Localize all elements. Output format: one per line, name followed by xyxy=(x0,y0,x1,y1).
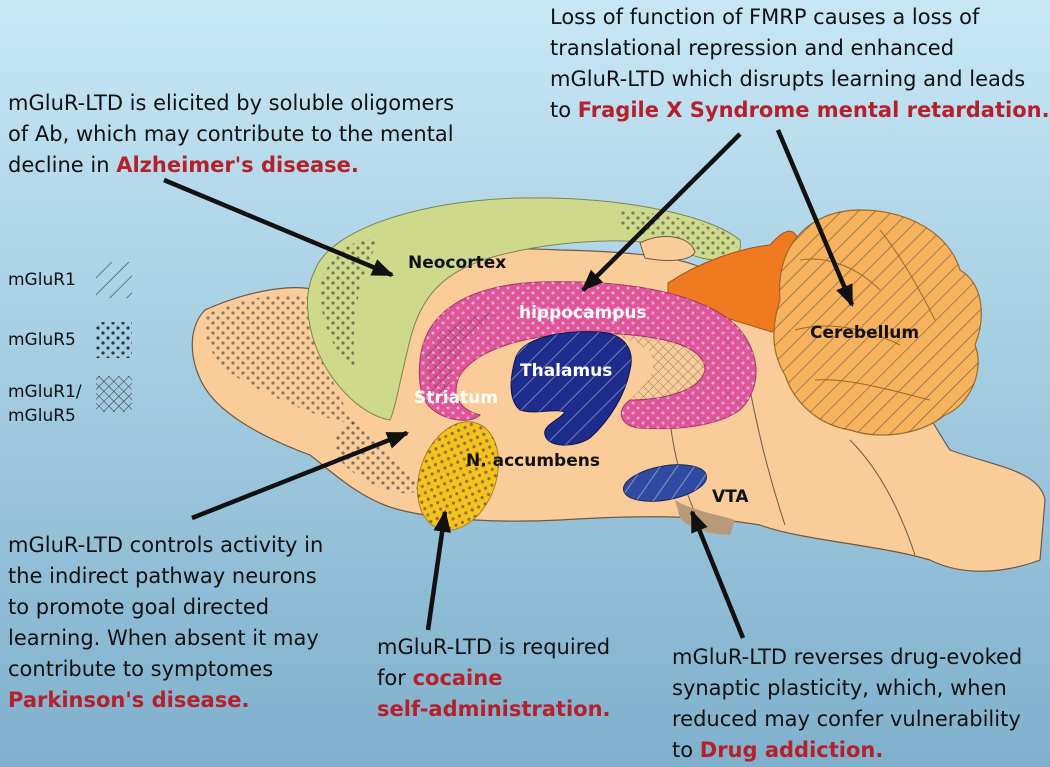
thalamus-label: Thalamus xyxy=(520,361,612,381)
legend xyxy=(96,262,132,412)
arrow-addiction xyxy=(689,509,746,639)
accumbens-region xyxy=(416,421,500,531)
legend-label-mglur5: mGluR5 xyxy=(8,330,76,350)
note-addiction: mGluR-LTD reverses drug-evoked synaptic … xyxy=(672,645,1023,762)
legend-swatch-hatch xyxy=(96,262,132,298)
cocaine-highlight: cocaine xyxy=(412,666,503,690)
arrow-fmrp-hippocampus xyxy=(581,132,742,292)
cerebellum-label: Cerebellum xyxy=(810,323,919,343)
legend-label-mglur1: mGluR1 xyxy=(8,270,76,290)
parkinson-highlight: Parkinson's disease. xyxy=(8,688,250,712)
note-fmrp: Loss of function of FMRP causes a loss o… xyxy=(550,5,1050,122)
note-alzheimer: mGluR-LTD is elicited by soluble oligome… xyxy=(8,91,455,177)
arrow-fmrp-cerebellum xyxy=(775,129,855,308)
hippocampus-label: hippocampus xyxy=(519,303,647,323)
neocortex-label: Neocortex xyxy=(408,253,506,273)
accumbens-label: N. accumbens xyxy=(466,451,600,471)
arrow-alzheimer xyxy=(163,177,395,278)
cerebellum-region xyxy=(773,209,982,436)
legend-label-mglur1-5: mGluR1/mGluR5 xyxy=(8,382,82,426)
alzheimer-highlight: Alzheimer's disease. xyxy=(116,153,359,177)
arrows xyxy=(163,129,855,639)
thalamus-region xyxy=(510,331,632,446)
arrow-cocaine xyxy=(425,509,451,631)
note-cocaine: mGluR-LTD is required for cocaine self-a… xyxy=(377,632,611,725)
vta-label: VTA xyxy=(712,487,749,507)
note-parkinson: mGluR-LTD controls activity in the indir… xyxy=(8,530,323,716)
legend-swatch-crosshatch xyxy=(96,376,132,412)
arrow-parkinson xyxy=(191,430,410,521)
legend-swatch-dots xyxy=(96,322,132,358)
self-administration-highlight: self-administration. xyxy=(377,697,611,721)
drug-addiction-highlight: Drug addiction. xyxy=(699,738,884,762)
corpus-bump xyxy=(639,236,696,261)
vta-region xyxy=(623,464,707,502)
hippocampus-region xyxy=(418,281,757,430)
striatum-label: Striatum xyxy=(414,388,498,408)
fragile-x-highlight: Fragile X Syndrome mental retardation. xyxy=(577,98,1050,122)
